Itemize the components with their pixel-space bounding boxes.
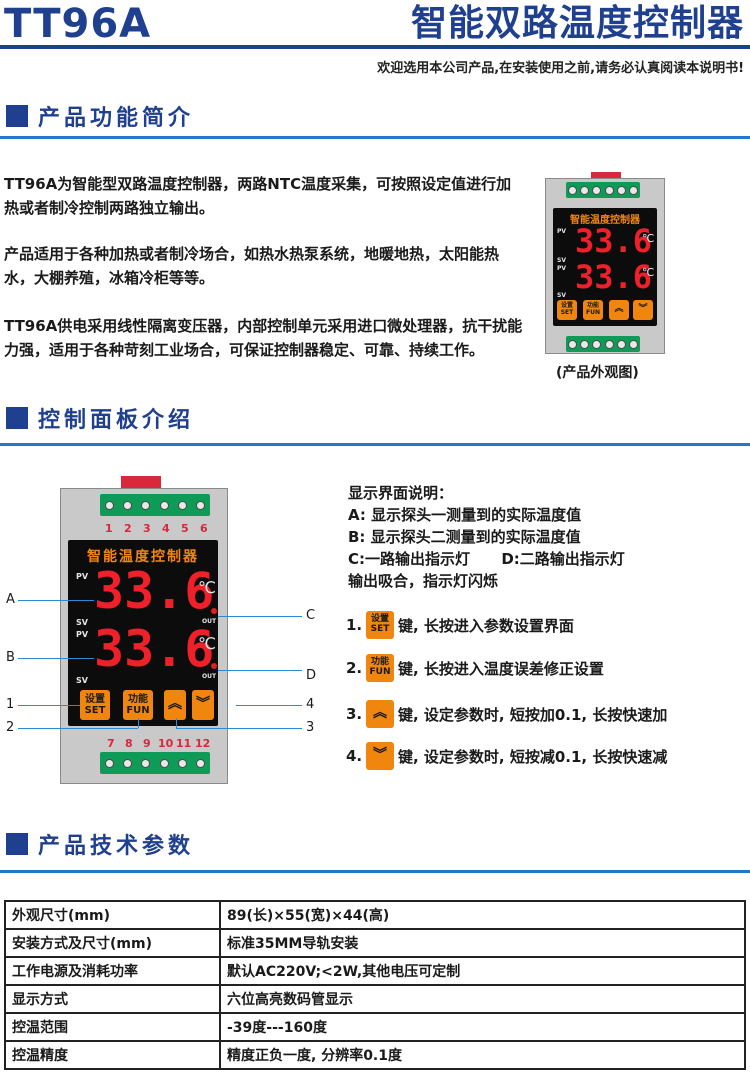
pv-label: PV bbox=[76, 572, 89, 581]
table-row: 控温精度精度正负一度, 分辨率0.1度 bbox=[4, 1040, 746, 1070]
sv-label-2: SV bbox=[76, 676, 88, 685]
callout-1: 1 bbox=[6, 697, 15, 712]
table-row: 外观尺寸(mm)89(长)×55(宽)×44(高) bbox=[4, 900, 746, 930]
section-marker bbox=[6, 105, 28, 127]
din-clip bbox=[591, 172, 621, 180]
callout-2: 2 bbox=[6, 720, 15, 735]
header-divider bbox=[0, 45, 750, 49]
section-title-intro: 产品功能简介 bbox=[6, 102, 195, 131]
display-note-a: A: 显示探头一测量到的实际温度值 bbox=[348, 506, 582, 524]
table-row: 显示方式六位高亮数码管显示 bbox=[4, 984, 746, 1014]
section-divider bbox=[0, 870, 750, 873]
section-title-panel: 控制面板介绍 bbox=[6, 404, 195, 433]
callout-a: A bbox=[6, 592, 15, 607]
din-clip bbox=[121, 476, 161, 490]
pv-label-2: PV bbox=[557, 265, 567, 272]
display-note-cd: C:一路输出指示灯 D:二路输出指示灯 bbox=[348, 550, 625, 568]
up-key[interactable]: ︽ bbox=[164, 690, 186, 720]
device-panel-large: 智能温度控制器 PV 33.6 ℃ OUT SV PV 33.6 ℃ OUT S… bbox=[68, 540, 218, 726]
product-title: 智能双路温度控制器 bbox=[410, 3, 744, 44]
intro-paragraph-3: TT96A供电采用线性隔离变压器，内部控制单元采用进口微处理器，抗干扰能力强，适… bbox=[4, 317, 523, 359]
section-title-specs: 产品技术参数 bbox=[6, 830, 195, 859]
panel-title: 智能温度控制器 bbox=[570, 215, 640, 226]
reading-b: 33.6 bbox=[575, 258, 653, 296]
display-note-title: 显示界面说明： bbox=[348, 484, 454, 502]
callout-4: 4 bbox=[306, 697, 315, 712]
output1-indicator bbox=[211, 608, 217, 614]
down-key[interactable]: ︾ bbox=[192, 690, 214, 720]
header-subtitle: 欢迎选用本公司产品,在安装使用之前,请务必认真阅读本说明书! bbox=[377, 61, 744, 76]
sv-label-2: SV bbox=[557, 292, 566, 299]
terminal-block-top-large bbox=[100, 494, 210, 516]
reading-a: 33.6 bbox=[94, 562, 215, 620]
reading-b: 33.6 bbox=[94, 620, 215, 678]
down-key-icon: ︾ bbox=[366, 742, 394, 770]
key-desc-down: 4. ︾ 键, 设定参数时, 短按减0.1, 长按快速减 bbox=[346, 742, 667, 770]
sv-label: SV bbox=[76, 618, 88, 627]
section-marker bbox=[6, 407, 28, 429]
callout-3: 3 bbox=[306, 720, 315, 735]
out-label-1: OUT bbox=[202, 618, 217, 625]
celsius-icon-2: ℃ bbox=[642, 266, 655, 279]
celsius-icon: ℃ bbox=[198, 578, 216, 597]
table-row: 控温范围-39度---160度 bbox=[4, 1012, 746, 1042]
model-name: TT96A bbox=[4, 1, 152, 47]
spec-table: 外观尺寸(mm)89(长)×55(宽)×44(高) 安装方式及尺寸(mm)标准3… bbox=[4, 900, 746, 1070]
section-marker bbox=[6, 833, 28, 855]
section-title-text: 控制面板介绍 bbox=[38, 408, 195, 433]
intro-paragraph-2: 产品适用于各种加热或者制冷场合，如热水热泵系统，地暖地热，太阳能热水，大棚养殖，… bbox=[4, 245, 500, 287]
celsius-icon-2: ℃ bbox=[198, 634, 216, 653]
pv-label: PV bbox=[557, 228, 567, 235]
table-row: 安装方式及尺寸(mm)标准35MM导轨安装 bbox=[4, 928, 746, 958]
section-title-text: 产品技术参数 bbox=[38, 834, 195, 859]
section-divider bbox=[0, 136, 750, 139]
section-divider bbox=[0, 443, 750, 446]
up-key-icon: ︽ bbox=[366, 700, 394, 728]
up-key-small: ︽ bbox=[609, 300, 629, 320]
terminal-block-bottom-large bbox=[100, 752, 210, 774]
callout-c: C bbox=[306, 608, 316, 623]
output2-indicator bbox=[211, 663, 217, 669]
display-note-b: B: 显示探头二测量到的实际温度值 bbox=[348, 528, 581, 546]
pv-label-2: PV bbox=[76, 630, 89, 639]
section-title-text: 产品功能简介 bbox=[38, 106, 195, 131]
image-caption: (产品外观图) bbox=[556, 365, 639, 381]
key-desc-up: 3. ︽ 键, 设定参数时, 短按加0.1, 长按快速加 bbox=[346, 700, 667, 728]
out-label-2: OUT bbox=[202, 673, 217, 680]
table-row: 工作电源及消耗功率默认AC220V;<2W,其他电压可定制 bbox=[4, 956, 746, 986]
panel-title: 智能温度控制器 bbox=[87, 549, 199, 565]
display-notes: 显示界面说明： A: 显示探头一测量到的实际温度值 B: 显示探头二测量到的实际… bbox=[348, 482, 625, 592]
terminal-block-top bbox=[566, 182, 640, 198]
display-note-output: 输出吸合，指示灯闪烁 bbox=[348, 572, 499, 590]
down-key-small: ︾ bbox=[633, 300, 653, 320]
celsius-icon: ℃ bbox=[642, 232, 655, 245]
reading-a: 33.6 bbox=[575, 222, 653, 260]
callout-b: B bbox=[6, 650, 15, 665]
sv-label: SV bbox=[557, 257, 566, 264]
terminal-block-bottom bbox=[566, 336, 640, 352]
intro-paragraph-1: TT96A为智能型双路温度控制器，两路NTC温度采集，可按照设定值进行加热或者制… bbox=[4, 175, 512, 217]
callout-d: D bbox=[306, 668, 317, 683]
